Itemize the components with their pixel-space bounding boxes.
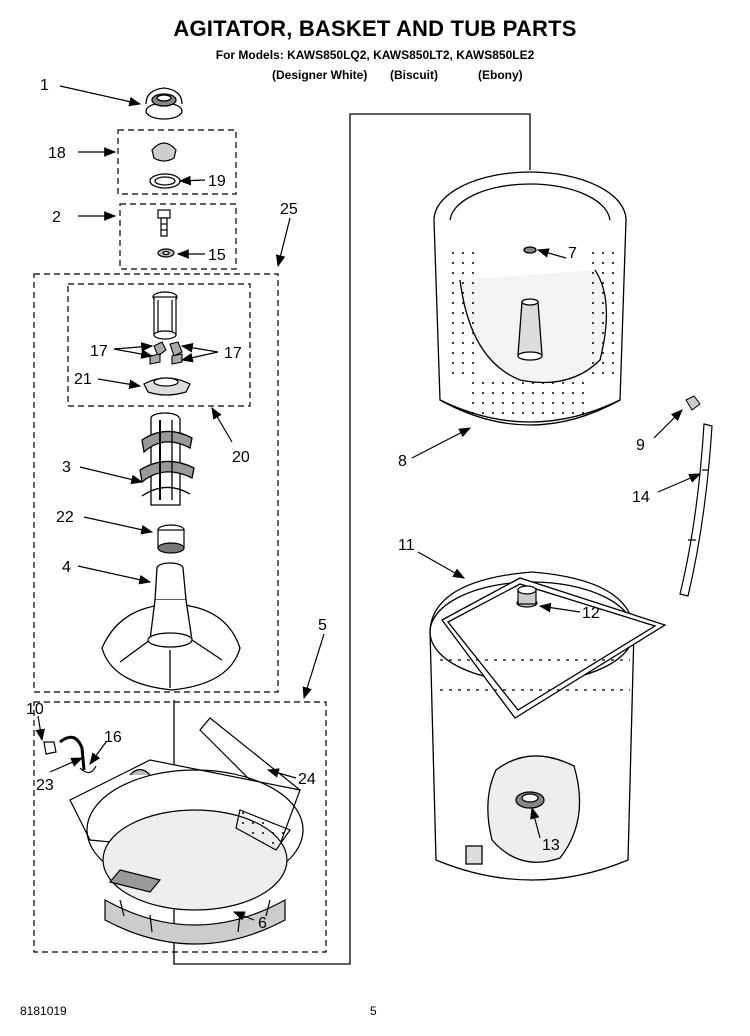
group-box-25: [33, 273, 279, 693]
bolt: [157, 209, 171, 237]
callout-19: 19: [208, 173, 226, 190]
group-box-20: [67, 283, 251, 407]
fill-nozzle: [685, 395, 701, 411]
callout-4: 4: [62, 559, 71, 576]
tub-bearing: [516, 585, 538, 608]
callout-22: 22: [56, 509, 74, 526]
tub-ring: [69, 717, 304, 945]
color-biscuit: (Biscuit): [390, 68, 438, 82]
callout-3: 3: [62, 459, 71, 476]
callout-17-left: 17: [90, 343, 108, 360]
group-box-18-19: [117, 129, 237, 195]
callout-6: 6: [258, 915, 267, 932]
agitator-cam: [152, 291, 178, 340]
callout-24: 24: [298, 771, 316, 788]
callout-9: 9: [636, 437, 645, 454]
callout-15: 15: [208, 247, 226, 264]
color-ebony: (Ebony): [478, 68, 523, 82]
page-number: 5: [370, 1004, 377, 1018]
drive-bell: [157, 524, 185, 554]
connector-line: [173, 113, 531, 965]
callout-13: 13: [542, 837, 560, 854]
cam-ring: [143, 377, 191, 396]
callout-10: 10: [26, 701, 44, 718]
callout-7: 7: [568, 245, 577, 262]
callout-11: 11: [398, 537, 415, 554]
color-designer-white: (Designer White): [272, 68, 368, 82]
callout-21: 21: [74, 371, 92, 388]
callout-14: 14: [632, 489, 650, 506]
callout-5: 5: [318, 617, 327, 634]
fill-hose: [679, 423, 713, 597]
page-title: AGITATOR, BASKET AND TUB PARTS: [173, 16, 577, 41]
callout-23: 23: [36, 777, 54, 794]
callout-labels: 1 18 19 2 15 25 17 17 21 20 3 22 4 5 10 …: [26, 77, 650, 932]
leader-lines: [35, 85, 702, 921]
callout-17-right: 17: [224, 345, 242, 362]
agitator-cap: [145, 87, 183, 120]
outer-tub: [429, 571, 667, 881]
o-ring: [149, 173, 181, 189]
hose-clamp: [43, 735, 97, 774]
callout-1: 1: [40, 77, 49, 94]
wash-basket: [433, 171, 627, 426]
cap-seal: [151, 142, 177, 162]
washer: [157, 248, 175, 258]
callout-2: 2: [52, 209, 61, 226]
callout-25: 25: [280, 201, 298, 218]
group-box-5: [33, 701, 327, 953]
auger: [139, 412, 195, 506]
model-list: For Models: KAWS850LQ2, KAWS850LT2, KAWS…: [215, 48, 535, 62]
document-number: 8181019: [20, 1004, 67, 1018]
callout-16: 16: [104, 729, 122, 746]
dogs: [149, 341, 183, 365]
callout-8: 8: [398, 453, 407, 470]
callout-18: 18: [48, 145, 66, 162]
agitator-base: [101, 562, 241, 691]
callout-20: 20: [232, 449, 250, 466]
callout-12: 12: [582, 605, 600, 622]
